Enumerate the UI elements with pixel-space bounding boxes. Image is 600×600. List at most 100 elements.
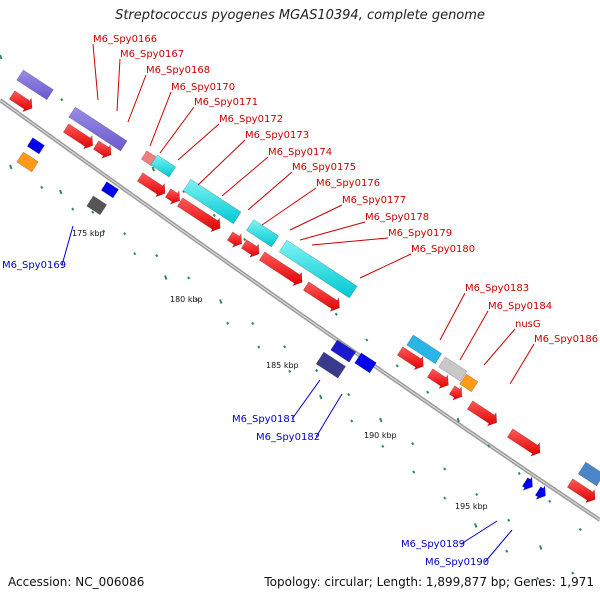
- tick-mark: [102, 229, 106, 233]
- tick-mark: [226, 321, 230, 325]
- label-leader-line: [116, 58, 121, 112]
- cyan-gene-bar: [182, 178, 242, 225]
- tick-mark: [539, 545, 543, 550]
- forward-gene-label: M6_Spy0186: [534, 334, 598, 345]
- label-leaders: [61, 43, 535, 563]
- tick-mark: [474, 523, 478, 528]
- tick-mark: [505, 549, 509, 553]
- cyan-gene-bar: [278, 239, 358, 299]
- label-leader-line: [460, 520, 498, 545]
- reverse-gene-label: M6_Spy0182: [256, 432, 320, 443]
- red-gene-arrow: [164, 188, 181, 205]
- label-leader-line: [177, 123, 220, 161]
- blue-gene-arrow: [534, 485, 546, 500]
- tick-mark: [456, 417, 460, 423]
- forward-gene-label: M6_Spy0180: [411, 244, 475, 255]
- tick-mark: [257, 345, 261, 349]
- tick-mark: [411, 442, 415, 446]
- tick-mark: [182, 189, 186, 194]
- red-gene-arrow: [466, 400, 498, 427]
- label-leader-line: [315, 393, 343, 438]
- red-gene-arrow: [506, 428, 541, 457]
- reverse-gene-label: M6_Spy0190: [425, 557, 489, 568]
- tick-mark: [426, 390, 430, 394]
- tick-mark: [443, 496, 447, 500]
- tick-mark: [59, 189, 63, 195]
- label-leader-line: [484, 529, 513, 563]
- forward-gene-label: M6_Spy0167: [120, 49, 184, 60]
- label-leader-line: [61, 225, 74, 266]
- tick-mark: [412, 470, 416, 474]
- tick-mark: [288, 369, 292, 373]
- red-gene-arrow: [426, 368, 449, 390]
- forward-gene-label: M6_Spy0172: [219, 114, 283, 125]
- tick-mark: [347, 392, 351, 397]
- blue-gene-block: [100, 181, 119, 199]
- tick-mark: [251, 321, 255, 326]
- red-gene-arrow: [396, 346, 424, 371]
- tick-mark: [123, 232, 127, 236]
- cyan-gene-bar: [245, 219, 280, 248]
- forward-gene-label: M6_Spy0173: [245, 130, 309, 141]
- tick-mark: [365, 338, 369, 342]
- label-leader-line: [149, 91, 172, 147]
- tick-mark: [155, 254, 159, 258]
- red-gene-arrow: [448, 385, 463, 401]
- forward-gene-label: M6_Spy0177: [342, 195, 406, 206]
- blue-gene-bar: [406, 334, 443, 365]
- blue-gene-arrow: [521, 476, 533, 491]
- tick-mark: [243, 237, 247, 242]
- ruler-label: 195 kbp: [455, 502, 488, 511]
- tick-mark: [71, 207, 75, 211]
- tick-mark: [9, 164, 13, 170]
- label-leader-line: [359, 253, 412, 279]
- label-leader-line: [221, 156, 269, 197]
- red-gene-arrow: [566, 478, 596, 504]
- forward-gene-label: M6_Spy0170: [171, 82, 235, 93]
- tick-mark: [219, 299, 223, 304]
- tick-mark: [319, 394, 323, 400]
- tick-mark: [315, 368, 319, 373]
- orange-gene-bar: [459, 373, 479, 393]
- tick-mark: [443, 467, 447, 471]
- purple-gene-bar: [16, 69, 54, 101]
- red-gene-arrow: [258, 251, 303, 287]
- tick-mark: [381, 444, 385, 448]
- tick-mark: [195, 298, 199, 302]
- tick-mark: [487, 444, 491, 448]
- tick-mark: [164, 275, 168, 280]
- label-leader-line: [197, 139, 246, 186]
- label-leader-line: [509, 343, 535, 385]
- purple-gene-bar: [68, 106, 128, 152]
- accession-text: Accession: NC_006086: [8, 575, 145, 589]
- genome-title: Streptococcus pyogenes MGAS10394, comple…: [115, 8, 485, 23]
- red-gene-arrow: [8, 90, 33, 113]
- blue-gene-block: [330, 339, 357, 363]
- forward-gene-label: M6_Spy0174: [268, 147, 332, 158]
- label-leader-line: [127, 74, 147, 123]
- reverse-gene-label: M6_Spy0169: [2, 260, 66, 271]
- tick-mark: [536, 576, 540, 581]
- red-gene-arrow: [176, 197, 221, 233]
- tick-mark: [334, 312, 338, 316]
- forward-gene-label: M6_Spy0175: [292, 162, 356, 173]
- red-gene-arrow: [136, 172, 166, 198]
- ruler-label: 190 kbp: [364, 431, 397, 440]
- forward-gene-label: M6_Spy0171: [194, 97, 258, 108]
- tick-mark: [350, 419, 354, 423]
- tick-mark: [507, 518, 511, 522]
- cyan-gene-bar: [150, 154, 177, 178]
- tick-mark: [517, 471, 521, 476]
- backbone-inner: [0, 99, 600, 521]
- label-leader-line: [291, 379, 321, 420]
- tick-mark: [133, 252, 137, 256]
- tick-mark: [0, 54, 3, 60]
- red-gene-arrow: [62, 123, 94, 150]
- forward-gene-label: nusG: [515, 319, 541, 330]
- tick-mark: [548, 499, 552, 503]
- tick-mark: [571, 571, 575, 575]
- tick-mark: [475, 492, 479, 497]
- forward-gene-label: M6_Spy0178: [365, 212, 429, 223]
- tick-mark: [40, 185, 44, 189]
